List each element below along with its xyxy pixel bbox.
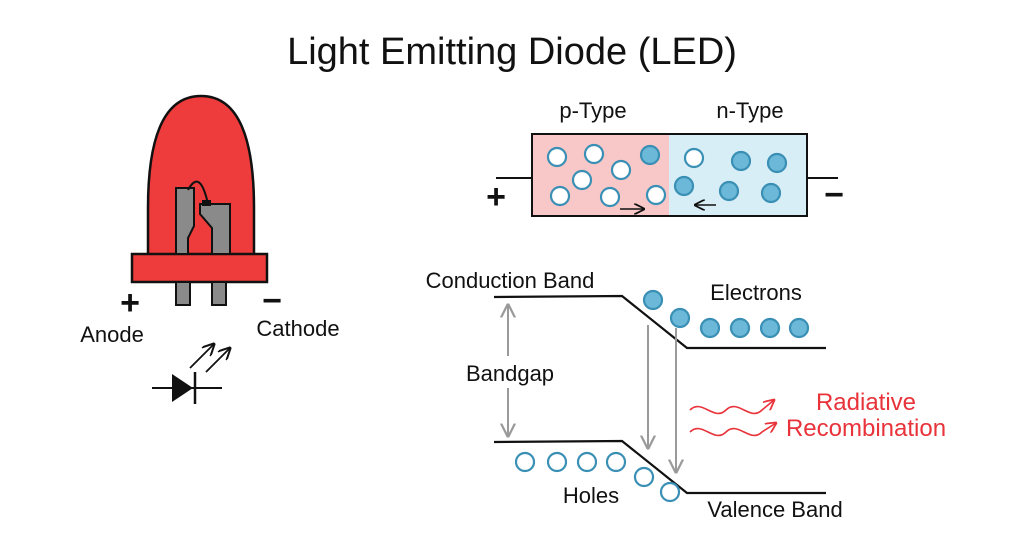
cathode-lead — [211, 281, 227, 306]
n-type-label: n-Type — [716, 98, 783, 123]
valence-holes — [514, 451, 681, 503]
anode-lead — [175, 281, 191, 306]
led-base-rim — [130, 252, 269, 284]
anode-label: Anode — [80, 322, 144, 347]
cathode-post — [199, 203, 231, 255]
n-region-electrons — [639, 144, 788, 204]
anode-post — [175, 187, 195, 255]
junction-minus-sign: − — [824, 176, 844, 214]
electrons-label: Electrons — [710, 280, 802, 305]
light-emission-arrows-icon — [189, 344, 230, 373]
conduction-electrons — [642, 289, 810, 339]
bandgap-label: Bandgap — [466, 361, 554, 386]
band-diagram — [460, 289, 826, 503]
junction-plus-sign: + — [486, 178, 506, 216]
cathode-minus-sign: − — [262, 282, 282, 320]
p-region-holes — [546, 143, 705, 208]
diode-symbol-icon — [152, 372, 222, 404]
p-type-label: p-Type — [559, 98, 626, 123]
conduction-band-line — [493, 294, 826, 350]
page-title: Light Emitting Diode (LED) — [287, 31, 737, 73]
bond-wire — [187, 180, 209, 205]
anode-plus-sign: + — [120, 284, 140, 322]
conduction-band-label: Conduction Band — [426, 268, 595, 293]
holes-label: Holes — [563, 483, 619, 508]
valence-band-line — [493, 439, 826, 495]
led-dome — [146, 94, 256, 264]
bandgap-label-bg — [460, 356, 560, 388]
wave-arrow-icon — [689, 400, 776, 437]
led-component — [130, 94, 269, 306]
n-type-region — [669, 134, 807, 216]
pn-junction — [496, 133, 838, 217]
cathode-label: Cathode — [256, 316, 339, 341]
recombination-label: Recombination — [786, 415, 946, 442]
valence-band-label: Valence Band — [707, 497, 842, 522]
led-die — [202, 200, 211, 206]
radiative-label: Radiative — [816, 389, 916, 416]
junction-outline — [531, 133, 808, 217]
